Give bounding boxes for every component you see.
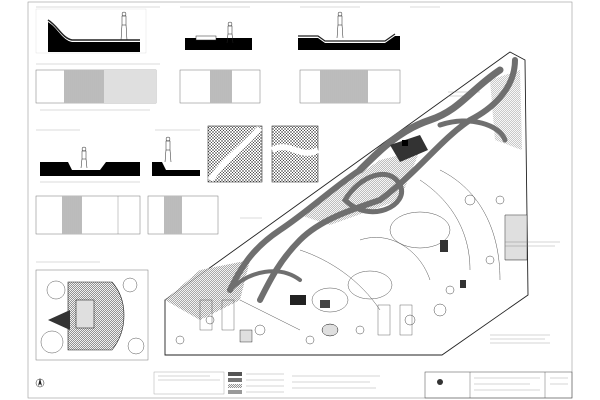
dark-paths: [227, 57, 518, 303]
enlargement-plan: [35, 261, 149, 361]
section-5: [152, 129, 200, 176]
section-1: [35, 6, 160, 54]
section-2: [180, 6, 252, 50]
human-figure-icon: [80, 146, 88, 169]
human-figure-icon: [336, 11, 344, 39]
section-3: [298, 6, 440, 50]
plan-strip-row-2: [35, 195, 262, 235]
building: [390, 135, 428, 162]
detail-hatch-panels: [207, 125, 320, 183]
north-arrow-icon: [35, 378, 45, 388]
human-figure-icon: [226, 21, 234, 44]
title-block: [424, 371, 573, 399]
site-annotations: [448, 91, 560, 344]
legend: [153, 371, 380, 395]
section-4: [36, 129, 140, 183]
site-plan: [164, 51, 529, 356]
sheet-border: [27, 1, 573, 399]
human-figure-icon: [164, 136, 172, 163]
logo-icon: [437, 379, 443, 385]
tree-symbol-icon: [175, 194, 505, 345]
plan-strip-row-1: [35, 63, 401, 111]
human-figure-icon: [120, 11, 128, 41]
